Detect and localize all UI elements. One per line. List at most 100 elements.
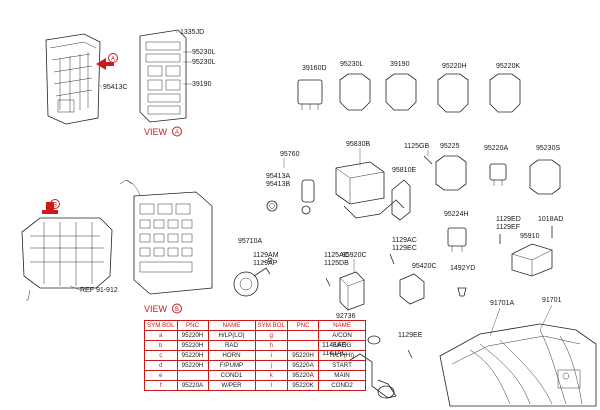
fuse-box-view-b	[119, 179, 213, 295]
label-95830B: 95830B	[346, 141, 370, 148]
label-95413C: 95413C	[103, 84, 128, 91]
label-95413B: 95413B	[266, 181, 290, 188]
legend-name-2: START	[318, 360, 367, 371]
relay-95225	[435, 155, 467, 191]
module-95910	[511, 243, 553, 277]
legend-sym-2: g	[254, 330, 289, 341]
legend-header-row: SYM BOL PNC NAME SYM BOL PNC NAME	[144, 320, 367, 331]
label-39190-a: 39190	[192, 81, 212, 88]
sensor-95420C	[399, 273, 425, 305]
view-b-arrow: B	[42, 199, 60, 214]
fuse-panel-view-a	[139, 29, 187, 123]
view-a-title: VIEW	[144, 127, 168, 137]
legend-sym-2: j	[254, 360, 289, 371]
label-95420C: 95420C	[412, 263, 437, 270]
view-b-circle	[172, 303, 182, 314]
bracket-95810E	[391, 179, 411, 221]
label-1335JD: 1335JD	[180, 29, 204, 36]
label-1129AC: 1129AC	[392, 237, 417, 244]
legend-header-pnc-2: PNC	[287, 320, 320, 331]
legend-header-name-2: NAME	[318, 320, 367, 331]
label-1129EF: 1129EF	[496, 224, 520, 231]
label-ref: REF 91-912	[80, 287, 118, 294]
junction-box-top-left	[45, 33, 101, 125]
legend-row: d 95220H F/PUMP j 95220A START	[144, 360, 367, 371]
label-95225: 95225	[440, 143, 460, 150]
relay-95230L	[339, 73, 371, 111]
relay-95220A	[489, 163, 507, 186]
label-1129AM: 1129AM	[253, 252, 279, 259]
label-95220A: 95220A	[484, 145, 508, 152]
legend-name-2: A/CON	[318, 330, 367, 341]
legend-row: e COND1 k 95220A MAIN	[144, 370, 367, 381]
legend-sym: d	[144, 360, 178, 371]
label-1125DB: 1125DB	[324, 260, 349, 267]
legend-pnc-2: 95220K	[287, 380, 320, 391]
legend-pnc-2: 95220H	[287, 350, 320, 361]
marker-b: B	[53, 203, 57, 209]
label-95230S: 95230S	[536, 145, 560, 152]
view-b-marker: B	[175, 307, 179, 313]
label-1129EC: 1129EC	[392, 245, 417, 252]
legend-pnc-2: 95220A	[287, 370, 320, 381]
marker-a: A	[111, 57, 115, 63]
legend-sym: b	[144, 340, 178, 351]
relay-95220K	[489, 73, 521, 113]
legend-pnc-2	[287, 330, 320, 341]
legend-pnc: 95220H	[176, 360, 209, 371]
legend-row: f 95220A W/PER l 95220K COND2	[144, 380, 367, 391]
label-1125AC: 1125AC	[324, 252, 349, 259]
legend-name: F/PUMP	[207, 360, 256, 371]
label-1125GB: 1125GB	[404, 143, 429, 150]
legend-row: c 95220H HORN i 95220H H/LP(HI)	[144, 350, 367, 361]
legend-pnc: 95220H	[176, 330, 209, 341]
label-95230L-top: 95230L	[340, 61, 363, 68]
legend-name: W/PER	[207, 380, 256, 391]
label-95220H-top: 95220H	[442, 63, 467, 70]
legend-pnc-2: 95220A	[287, 360, 320, 371]
label-1129AP: 1129AP	[253, 260, 278, 267]
relay-95230S	[529, 159, 561, 195]
label-95220K: 95220K	[496, 63, 520, 70]
module-95830B	[335, 161, 405, 219]
label-95224H: 95224H	[444, 211, 469, 218]
relay-95220H	[437, 73, 469, 113]
legend-row: b 95220H RAD h F/FOG	[144, 340, 367, 351]
legend-name-2: COND2	[318, 380, 367, 391]
legend-name: RAD	[207, 340, 256, 351]
legend-sym: f	[144, 380, 178, 391]
relay-39190	[385, 73, 417, 111]
legend-row: a 95220H H/LP(LO) g A/CON	[144, 330, 367, 341]
label-95810E: 95810E	[392, 167, 416, 174]
relay-39160D	[297, 79, 323, 110]
legend-name: H/LP(LO)	[207, 330, 256, 341]
label-95230L-a: 95230L	[192, 49, 215, 56]
legend-header-symbol: SYM BOL	[144, 320, 178, 331]
legend-pnc: 95220H	[176, 340, 209, 351]
label-1018AD: 1018AD	[538, 216, 563, 223]
legend-pnc-2	[287, 340, 320, 351]
legend-name: COND1	[207, 370, 256, 381]
legend-name-2: F/FOG	[318, 340, 367, 351]
label-91701: 91701	[542, 297, 562, 304]
legend-header-symbol-2: SYM BOL	[254, 320, 289, 331]
label-1129EE: 1129EE	[398, 332, 423, 339]
legend-sym-2: k	[254, 370, 289, 381]
view-a-circle	[172, 126, 182, 137]
label-95413A: 95413A	[266, 173, 290, 180]
view-b-title: VIEW	[144, 304, 168, 314]
legend-name: HORN	[207, 350, 256, 361]
legend-sym: e	[144, 370, 178, 381]
label-1129ED: 1129ED	[496, 216, 521, 223]
legend-pnc: 95220H	[176, 350, 209, 361]
legend-pnc: 95220A	[176, 380, 209, 391]
legend-sym-2: l	[254, 380, 289, 391]
relay-95224H	[447, 227, 467, 252]
view-a-marker: A	[175, 130, 179, 136]
junction-box-view-b	[21, 217, 113, 301]
label-95920C: 95920C	[342, 252, 367, 259]
relay-legend-table: SYM BOL PNC NAME SYM BOL PNC NAME a 9522…	[144, 320, 367, 391]
legend-header-name: NAME	[207, 320, 256, 331]
legend-sym: c	[144, 350, 178, 361]
legend-name-2: H/LP(HI)	[318, 350, 367, 361]
